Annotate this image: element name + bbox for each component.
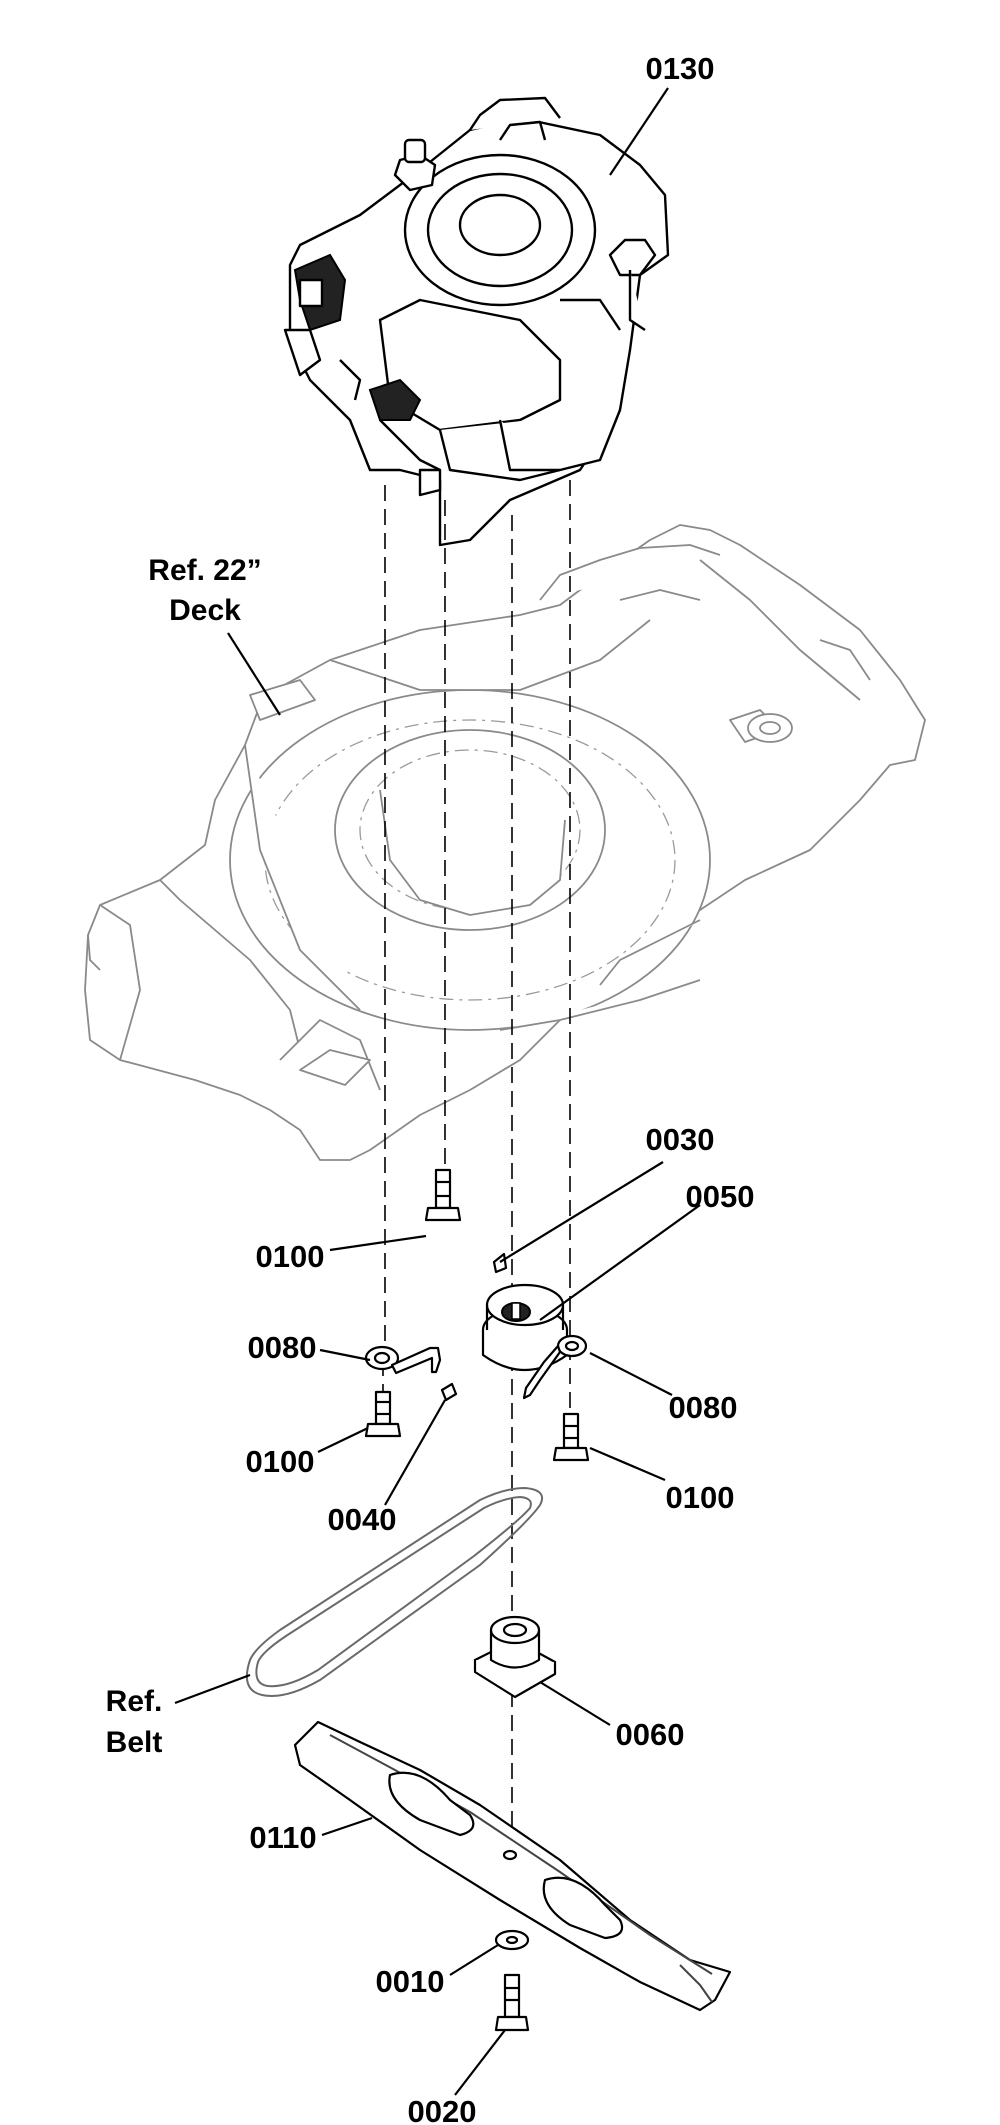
bracket-right-drawing xyxy=(522,1334,588,1400)
mower-deck-drawing xyxy=(84,524,926,1161)
blade-bolt-callout: 0020 xyxy=(408,2094,477,2125)
bracket-left-drawing xyxy=(364,1345,442,1375)
blade-callout: 0110 xyxy=(249,1820,316,1855)
bolt-right-drawing xyxy=(552,1412,590,1462)
belt-drawing xyxy=(246,1486,544,1697)
bracket-left-callout: 0080 xyxy=(248,1330,317,1365)
pin-callout: 0040 xyxy=(328,1502,397,1537)
engine-drawing xyxy=(283,96,670,547)
washer-callout: 0010 xyxy=(376,1964,445,1999)
belt-ref-callout-line2: Belt xyxy=(106,1726,163,1759)
engine-callout: 0130 xyxy=(646,51,715,86)
bolt-upper-left-callout: 0100 xyxy=(256,1239,325,1274)
blade-bolt-drawing xyxy=(494,1973,530,2032)
bolt-right-callout: 0100 xyxy=(666,1480,735,1515)
key-drawing xyxy=(492,1252,508,1274)
washer-drawing xyxy=(494,1929,530,1951)
bolt-lower-left-drawing xyxy=(364,1390,402,1438)
blade-drawing xyxy=(293,1720,732,2012)
adapter-drawing xyxy=(473,1615,557,1699)
deck-ref-callout-line2: Deck xyxy=(169,594,241,627)
deck-ref-callout-line1: Ref. 22” xyxy=(148,554,261,587)
belt-ref-callout-line1: Ref. xyxy=(106,1685,163,1718)
key-callout: 0030 xyxy=(646,1122,715,1157)
pulley-callout: 0050 xyxy=(686,1179,755,1214)
pin-drawing xyxy=(440,1382,458,1402)
pulley-drawing xyxy=(481,1283,569,1372)
adapter-callout: 0060 xyxy=(616,1717,685,1752)
bolt-lower-left-callout: 0100 xyxy=(246,1444,315,1479)
leader-lines xyxy=(174,87,701,2096)
bracket-right-callout: 0080 xyxy=(669,1390,738,1425)
bolt-upper-left-drawing xyxy=(424,1168,462,1222)
